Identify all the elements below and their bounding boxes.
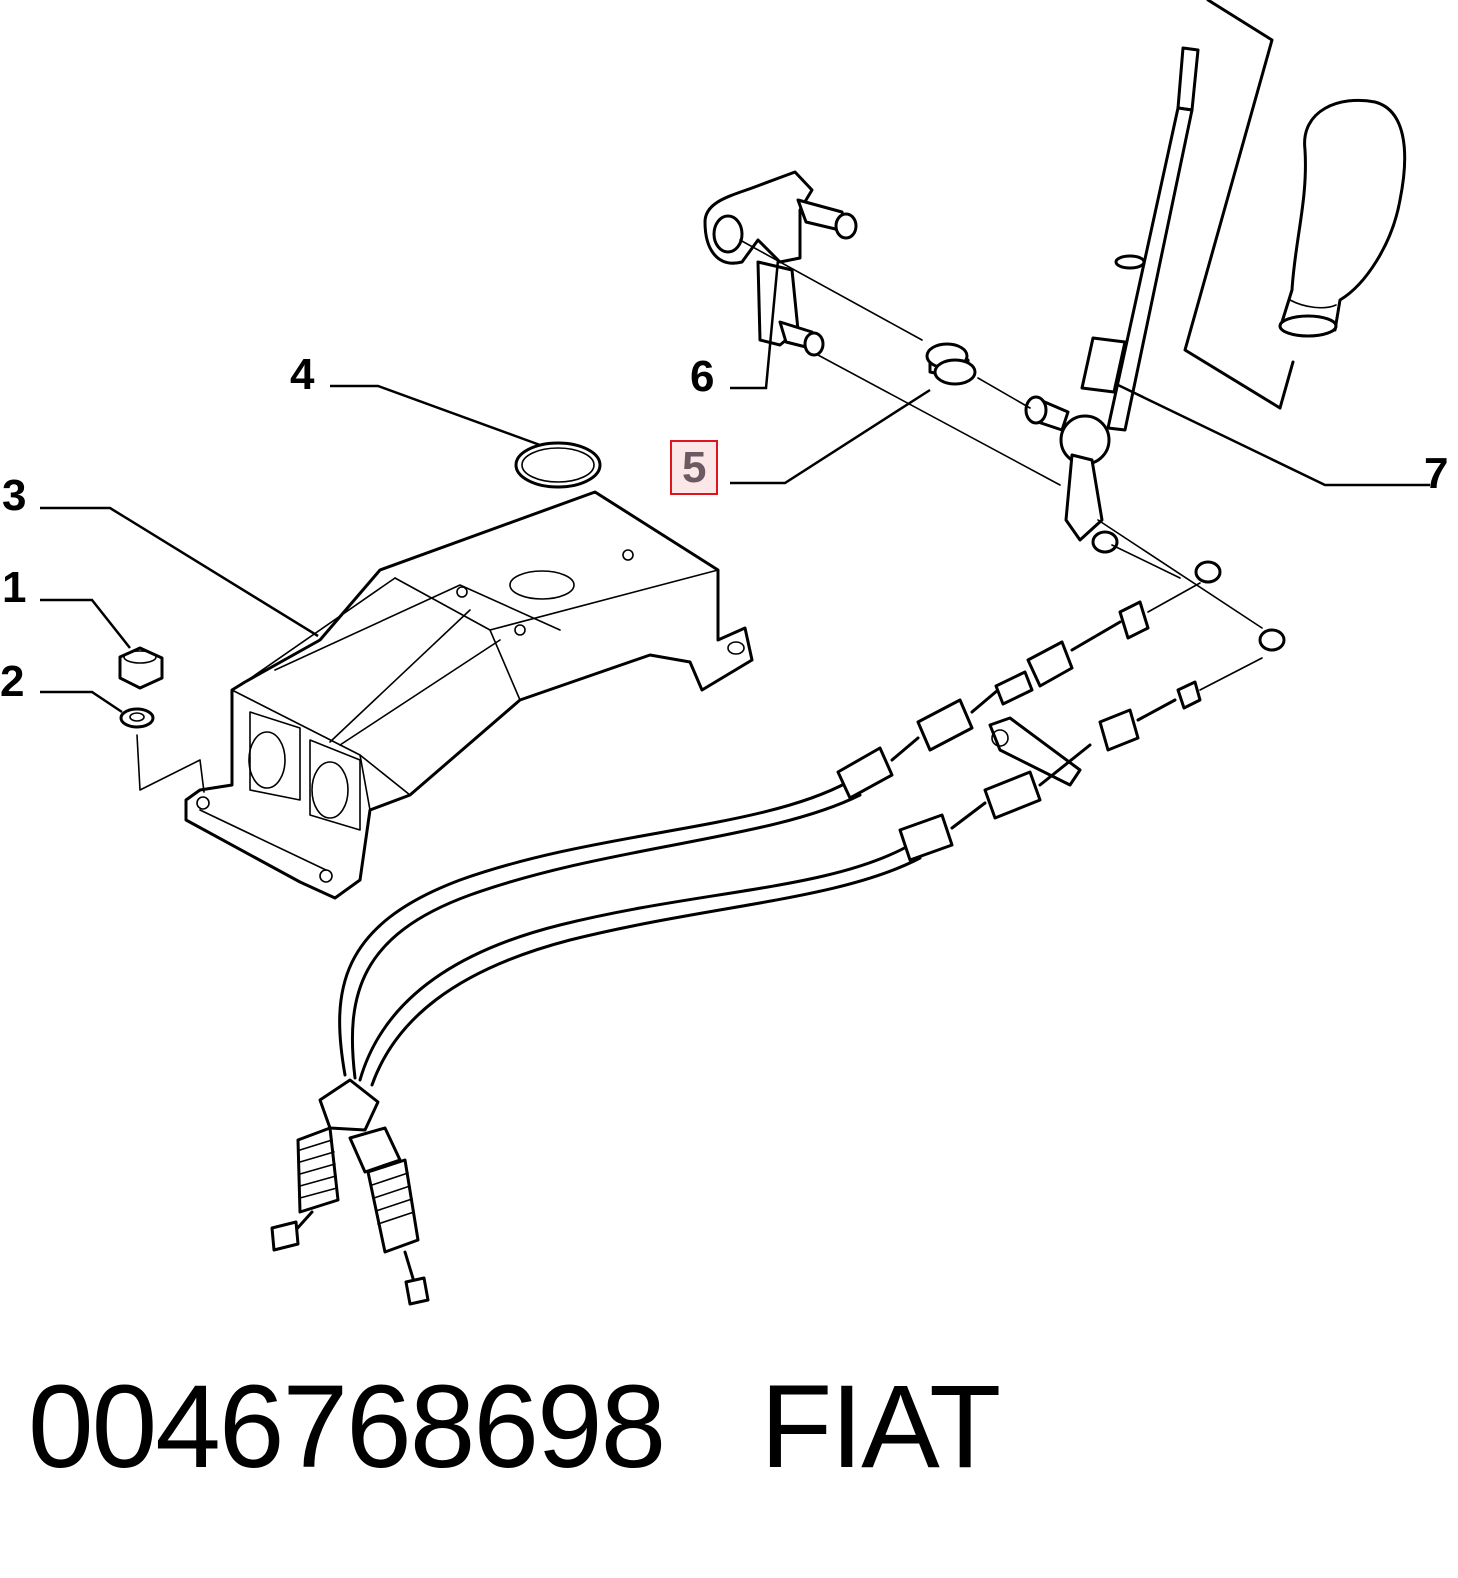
- callout-6: 6: [690, 352, 715, 401]
- callout-4: 4: [290, 350, 315, 399]
- callout-5-highlighted: 5: [670, 440, 719, 495]
- callout-2: 2: [0, 657, 25, 706]
- part-number: 0046768698: [28, 1361, 666, 1493]
- brand-name: FIAT: [760, 1361, 1001, 1493]
- gear-knob-group: [1183, 0, 1407, 410]
- o-ring: [514, 441, 602, 489]
- nut-and-washer: [118, 646, 205, 793]
- gear-cables: [270, 560, 1286, 1306]
- bushing: [925, 342, 977, 386]
- callout-3: 3: [2, 471, 27, 520]
- shifter-housing: [184, 490, 754, 900]
- leader-lines: [40, 259, 1430, 714]
- gear-knob: [1280, 98, 1407, 332]
- assembly-lines: [739, 239, 1263, 629]
- callout-1: 1: [2, 563, 27, 612]
- gear-lever-shaft: [1024, 46, 1200, 554]
- callout-7: 7: [1424, 449, 1449, 498]
- selector-bracket: [703, 170, 858, 357]
